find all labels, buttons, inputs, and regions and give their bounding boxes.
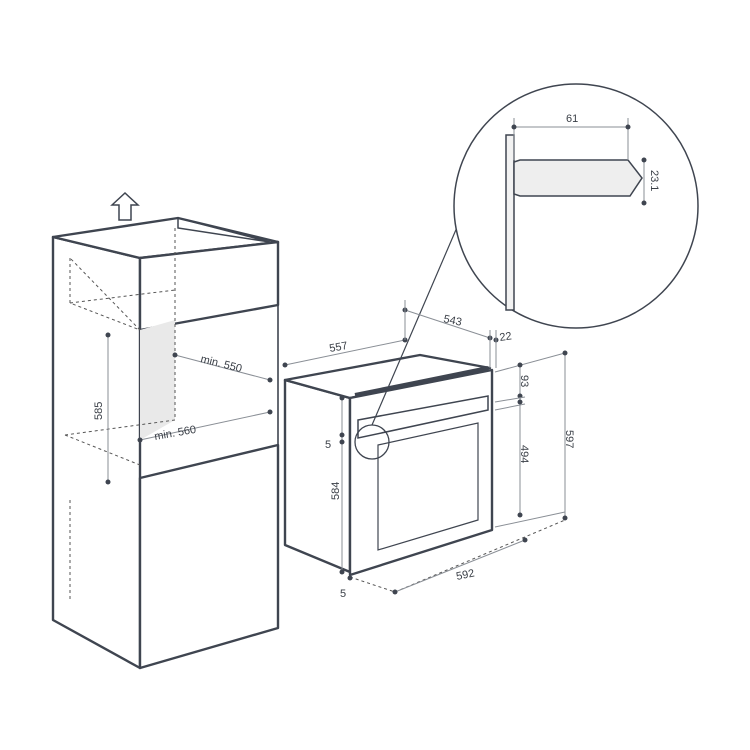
niche-depth-label: min. 550 [199, 353, 243, 375]
width-label: 592 [455, 567, 475, 583]
handle-depth-label: 61 [566, 113, 578, 125]
top-to-door-label: 93 [518, 375, 530, 387]
body-height-label: 584 [330, 482, 342, 500]
niche-height-label: 585 [93, 402, 105, 420]
cabinet: min. 550 min. 560 585 [51, 216, 280, 670]
front-thickness-label: 22 [499, 330, 513, 344]
bottom-offset-label: 5 [340, 588, 346, 600]
handle-height-label: 23.1 [648, 170, 660, 191]
oven: 557 543 22 93 597 494 5 584 592 5 [282, 224, 575, 600]
depth-body-label: 543 [442, 313, 462, 329]
door-height-label: 494 [518, 445, 530, 463]
handle-detail: 61 23.1 [453, 83, 699, 329]
depth-total-label: 557 [328, 340, 348, 355]
arrow-up-icon [110, 191, 140, 221]
handle-gap-label: 5 [325, 439, 331, 451]
total-height-label: 597 [563, 430, 575, 448]
